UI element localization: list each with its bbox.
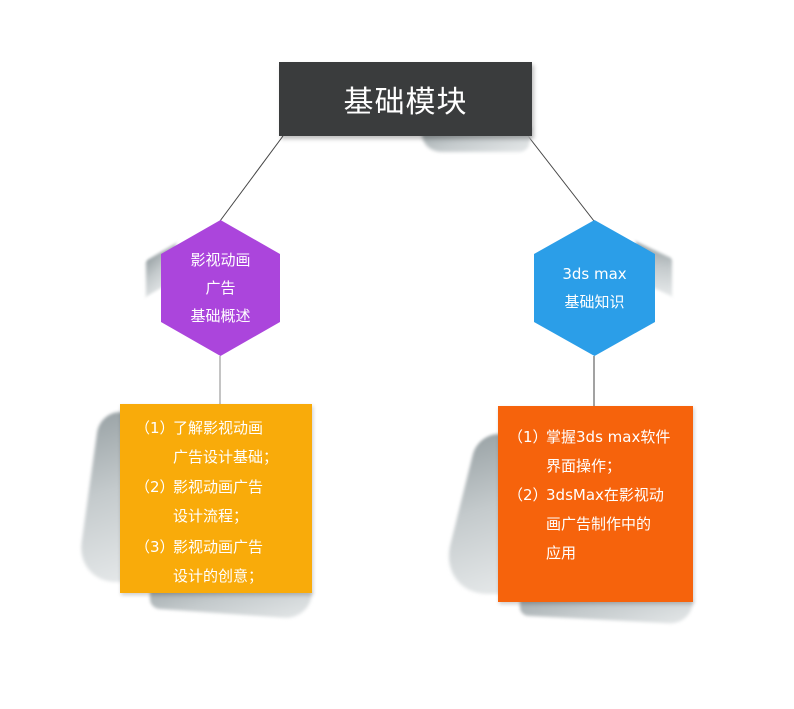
note-right-item-2-text: 3dsMax在影视动	[546, 486, 664, 504]
diagram-title: 基础模块	[279, 62, 532, 136]
note-left-item-3-text-cont: 设计的创意；	[173, 567, 264, 585]
note-right: （1） 掌握3ds max软件 界面操作； （2） 3dsMax在影视动 画广告…	[498, 406, 693, 602]
note-right-item-1-text-cont: 界面操作；	[546, 457, 622, 475]
note-left-item-2-text-cont: 设计流程；	[173, 507, 249, 525]
connector-title-to-right	[527, 135, 595, 222]
note-right-item-2-text-cont-2: 应用	[546, 544, 577, 562]
hex-right-line-2: 基础知识	[564, 293, 625, 311]
note-right-item-2-text-cont-1: 画广告制作中的	[546, 515, 652, 533]
note-left-item-3-text: 影视动画广告	[173, 538, 264, 556]
connector-title-to-left	[219, 135, 284, 222]
hexagon-right-3dsmax-basics: 3ds max 基础知识	[534, 220, 655, 356]
note-left-item-2-text: 影视动画广告	[173, 478, 264, 496]
note-right-item-2-num: （2）	[508, 486, 548, 504]
note-left-item-1-num: （1）	[135, 419, 175, 437]
note-left-item-2-num: （2）	[135, 478, 175, 496]
note-right-item-1-text: 掌握3ds max软件	[546, 428, 671, 446]
hexagon-left-basics-overview: 影视动画 广告 基础概述	[161, 220, 280, 356]
hex-right-line-1: 3ds max	[562, 265, 627, 283]
hex-left-line-1: 影视动画	[190, 251, 251, 269]
note-left-item-1-text-cont: 广告设计基础；	[173, 448, 279, 466]
note-left-item-1-text: 了解影视动画	[173, 419, 264, 437]
note-right-item-1-num: （1）	[508, 428, 548, 446]
note-left-item-3-num: （3）	[135, 538, 175, 556]
hex-left-line-2: 广告	[205, 279, 236, 297]
hex-left-line-3: 基础概述	[190, 307, 251, 325]
note-left: （1） 了解影视动画 广告设计基础； （2） 影视动画广告 设计流程； （3） …	[120, 404, 312, 593]
